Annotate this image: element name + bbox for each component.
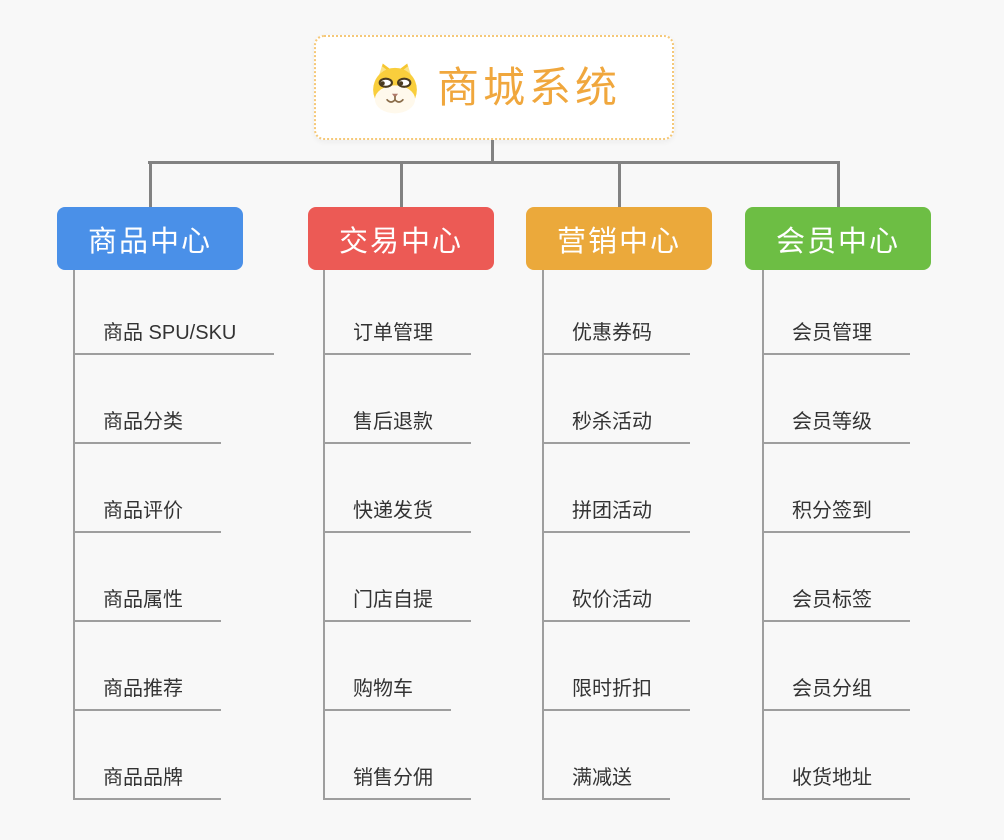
connector-drop-4	[837, 161, 840, 207]
child-node[interactable]: 商品推荐	[73, 677, 221, 711]
child-node[interactable]: 商品分类	[73, 410, 221, 444]
branch-child-line-3	[542, 270, 544, 800]
child-node[interactable]: 优惠券码	[542, 321, 690, 355]
branch-child-line-4	[762, 270, 764, 800]
root-node[interactable]: 商城系统	[314, 35, 674, 140]
child-node[interactable]: 会员管理	[762, 321, 910, 355]
branch-header-3[interactable]: 营销中心	[526, 207, 712, 270]
child-node[interactable]: 会员等级	[762, 410, 910, 444]
child-node[interactable]: 商品评价	[73, 499, 221, 533]
child-node[interactable]: 销售分佣	[323, 766, 471, 800]
connector-drop-2	[400, 161, 403, 207]
branch-header-2[interactable]: 交易中心	[308, 207, 494, 270]
branch-header-1[interactable]: 商品中心	[57, 207, 243, 270]
child-node[interactable]: 砍价活动	[542, 588, 690, 622]
child-node[interactable]: 售后退款	[323, 410, 471, 444]
child-node[interactable]: 会员标签	[762, 588, 910, 622]
child-node[interactable]: 门店自提	[323, 588, 471, 622]
child-node[interactable]: 会员分组	[762, 677, 910, 711]
branch-header-4[interactable]: 会员中心	[745, 207, 931, 270]
connector-drop-1	[149, 161, 152, 207]
connector-horizontal-bar	[148, 161, 840, 164]
branch-child-line-1	[73, 270, 75, 800]
child-node[interactable]: 商品品牌	[73, 766, 221, 800]
child-node[interactable]: 购物车	[323, 677, 451, 711]
branch-child-line-2	[323, 270, 325, 800]
connector-drop-3	[618, 161, 621, 207]
child-node[interactable]: 商品属性	[73, 588, 221, 622]
dog-face-icon	[367, 60, 423, 116]
root-title: 商城系统	[436, 63, 621, 111]
child-node[interactable]: 快递发货	[323, 499, 471, 533]
connector-root-stub	[491, 140, 494, 164]
child-node[interactable]: 订单管理	[323, 321, 471, 355]
child-node[interactable]: 秒杀活动	[542, 410, 690, 444]
child-node[interactable]: 收货地址	[762, 766, 910, 800]
child-node[interactable]: 拼团活动	[542, 499, 690, 533]
child-node[interactable]: 满减送	[542, 766, 670, 800]
child-node[interactable]: 商品 SPU/SKU	[73, 321, 275, 355]
child-node[interactable]: 积分签到	[762, 499, 910, 533]
child-node[interactable]: 限时折扣	[542, 677, 690, 711]
